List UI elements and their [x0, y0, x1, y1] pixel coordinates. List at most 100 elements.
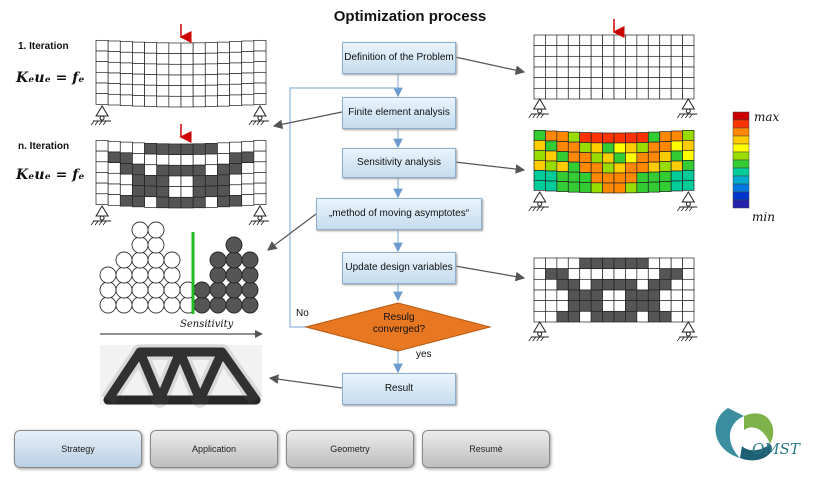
- sensitivity-circle: [163, 296, 181, 314]
- ground-hatch: [536, 113, 541, 119]
- mesh-cell: [590, 55, 603, 68]
- mesh-cell: [659, 257, 672, 270]
- mesh-cell: [670, 130, 683, 142]
- mesh-cell: [95, 71, 109, 84]
- mesh-cell: [107, 61, 121, 74]
- mesh-cell: [533, 66, 546, 79]
- mesh-cell: [682, 300, 695, 312]
- ground-hatch: [102, 220, 107, 226]
- ground-hatch: [248, 220, 253, 226]
- ground-hatch: [94, 220, 99, 226]
- mesh-cell: [625, 268, 638, 280]
- mesh-cell: [253, 193, 267, 205]
- ground-hatch: [540, 206, 545, 212]
- mesh-cell: [579, 66, 592, 79]
- mesh-cell: [579, 45, 592, 57]
- tab-geometry[interactable]: Geometry: [286, 430, 414, 468]
- mesh-cell: [217, 41, 230, 54]
- ground-hatch: [252, 220, 257, 226]
- mesh-cell: [670, 34, 683, 47]
- mesh-cell: [636, 34, 649, 47]
- sensitivity-circle-dark: [225, 266, 243, 284]
- mesh-cell: [636, 142, 649, 153]
- decision-diamond: [304, 302, 492, 352]
- mesh-cell: [204, 84, 218, 97]
- mesh-cell: [545, 34, 558, 47]
- mesh-cell: [579, 289, 592, 302]
- ground-hatch: [256, 220, 261, 226]
- mesh-cell: [533, 179, 546, 191]
- mesh-cell: [132, 52, 145, 64]
- mesh-cell: [590, 142, 603, 154]
- ground-hatch: [256, 120, 261, 126]
- mesh-cell: [659, 141, 672, 152]
- mesh-cell: [168, 186, 182, 198]
- tab-strategy[interactable]: Strategy: [14, 430, 142, 468]
- mesh-cell: [590, 152, 603, 164]
- mesh-cell: [613, 310, 626, 323]
- mesh-cell: [545, 160, 558, 172]
- sensitivity-circle: [147, 251, 165, 269]
- mesh-cell: [567, 289, 581, 302]
- mesh-cell: [567, 300, 581, 312]
- mesh-cell: [636, 132, 649, 143]
- mesh-cell: [682, 257, 695, 270]
- mesh-cell: [107, 83, 121, 95]
- mesh-cell: [119, 62, 133, 74]
- tab-resume[interactable]: Resumè: [422, 430, 550, 468]
- iteration-n-label: n. Iteration: [18, 141, 70, 152]
- mesh-cell: [241, 194, 255, 206]
- ground-hatch: [676, 336, 681, 342]
- mesh-cell: [132, 84, 145, 96]
- mesh-cell: [95, 150, 109, 163]
- mesh-cell: [647, 45, 661, 57]
- mesh-cell: [682, 310, 695, 323]
- mesh-cell: [156, 53, 170, 65]
- tab-application[interactable]: Application: [150, 430, 278, 468]
- truss-members: [103, 347, 261, 405]
- mesh-cell: [670, 160, 683, 172]
- mesh-cell: [682, 159, 695, 171]
- mesh-cell: [217, 52, 230, 64]
- mesh-cell: [168, 85, 182, 97]
- mesh-cell: [625, 77, 638, 89]
- mesh-cell: [241, 183, 255, 196]
- mesh-cell: [682, 77, 695, 89]
- mesh-cell: [253, 172, 267, 184]
- mesh-cell: [590, 310, 603, 323]
- mesh-cell: [567, 34, 581, 47]
- mesh-cell: [579, 278, 592, 291]
- mesh-cell: [602, 268, 615, 280]
- mesh-cell: [253, 61, 267, 73]
- mesh-cell: [625, 300, 638, 312]
- mesh-cell: [545, 310, 558, 323]
- mesh-cell: [659, 45, 672, 57]
- mesh-cell: [636, 289, 649, 302]
- sensitivity-circle: [131, 281, 149, 299]
- support-roller: [99, 215, 105, 221]
- mesh-cell: [204, 175, 218, 187]
- mesh-cell: [556, 289, 569, 302]
- mesh-cell: [590, 289, 603, 302]
- sensitivity-circle-dark: [193, 296, 211, 314]
- mesh-cell: [579, 172, 592, 183]
- mesh-cell: [625, 34, 638, 47]
- mesh-cell: [253, 39, 267, 52]
- legend-swatch: [732, 151, 750, 161]
- mesh-cell: [602, 45, 615, 57]
- fea-box: Finite element analysis: [342, 97, 456, 129]
- mesh-cell: [613, 77, 626, 89]
- legend-max-label: max: [754, 110, 780, 124]
- sensitivity-circle: [147, 296, 165, 314]
- mesh-cell: [241, 40, 255, 53]
- mesh-cell: [545, 66, 558, 79]
- mesh-cell: [241, 61, 255, 74]
- mesh-cell: [144, 74, 158, 86]
- sensitivity-circle: [131, 236, 149, 254]
- mesh-cell: [132, 163, 145, 176]
- mesh-cell: [217, 95, 230, 107]
- mesh-cell: [156, 186, 170, 198]
- mesh-cell: [192, 143, 206, 155]
- sensitivity-circle-dark: [209, 251, 227, 269]
- mesh-cell: [602, 300, 615, 312]
